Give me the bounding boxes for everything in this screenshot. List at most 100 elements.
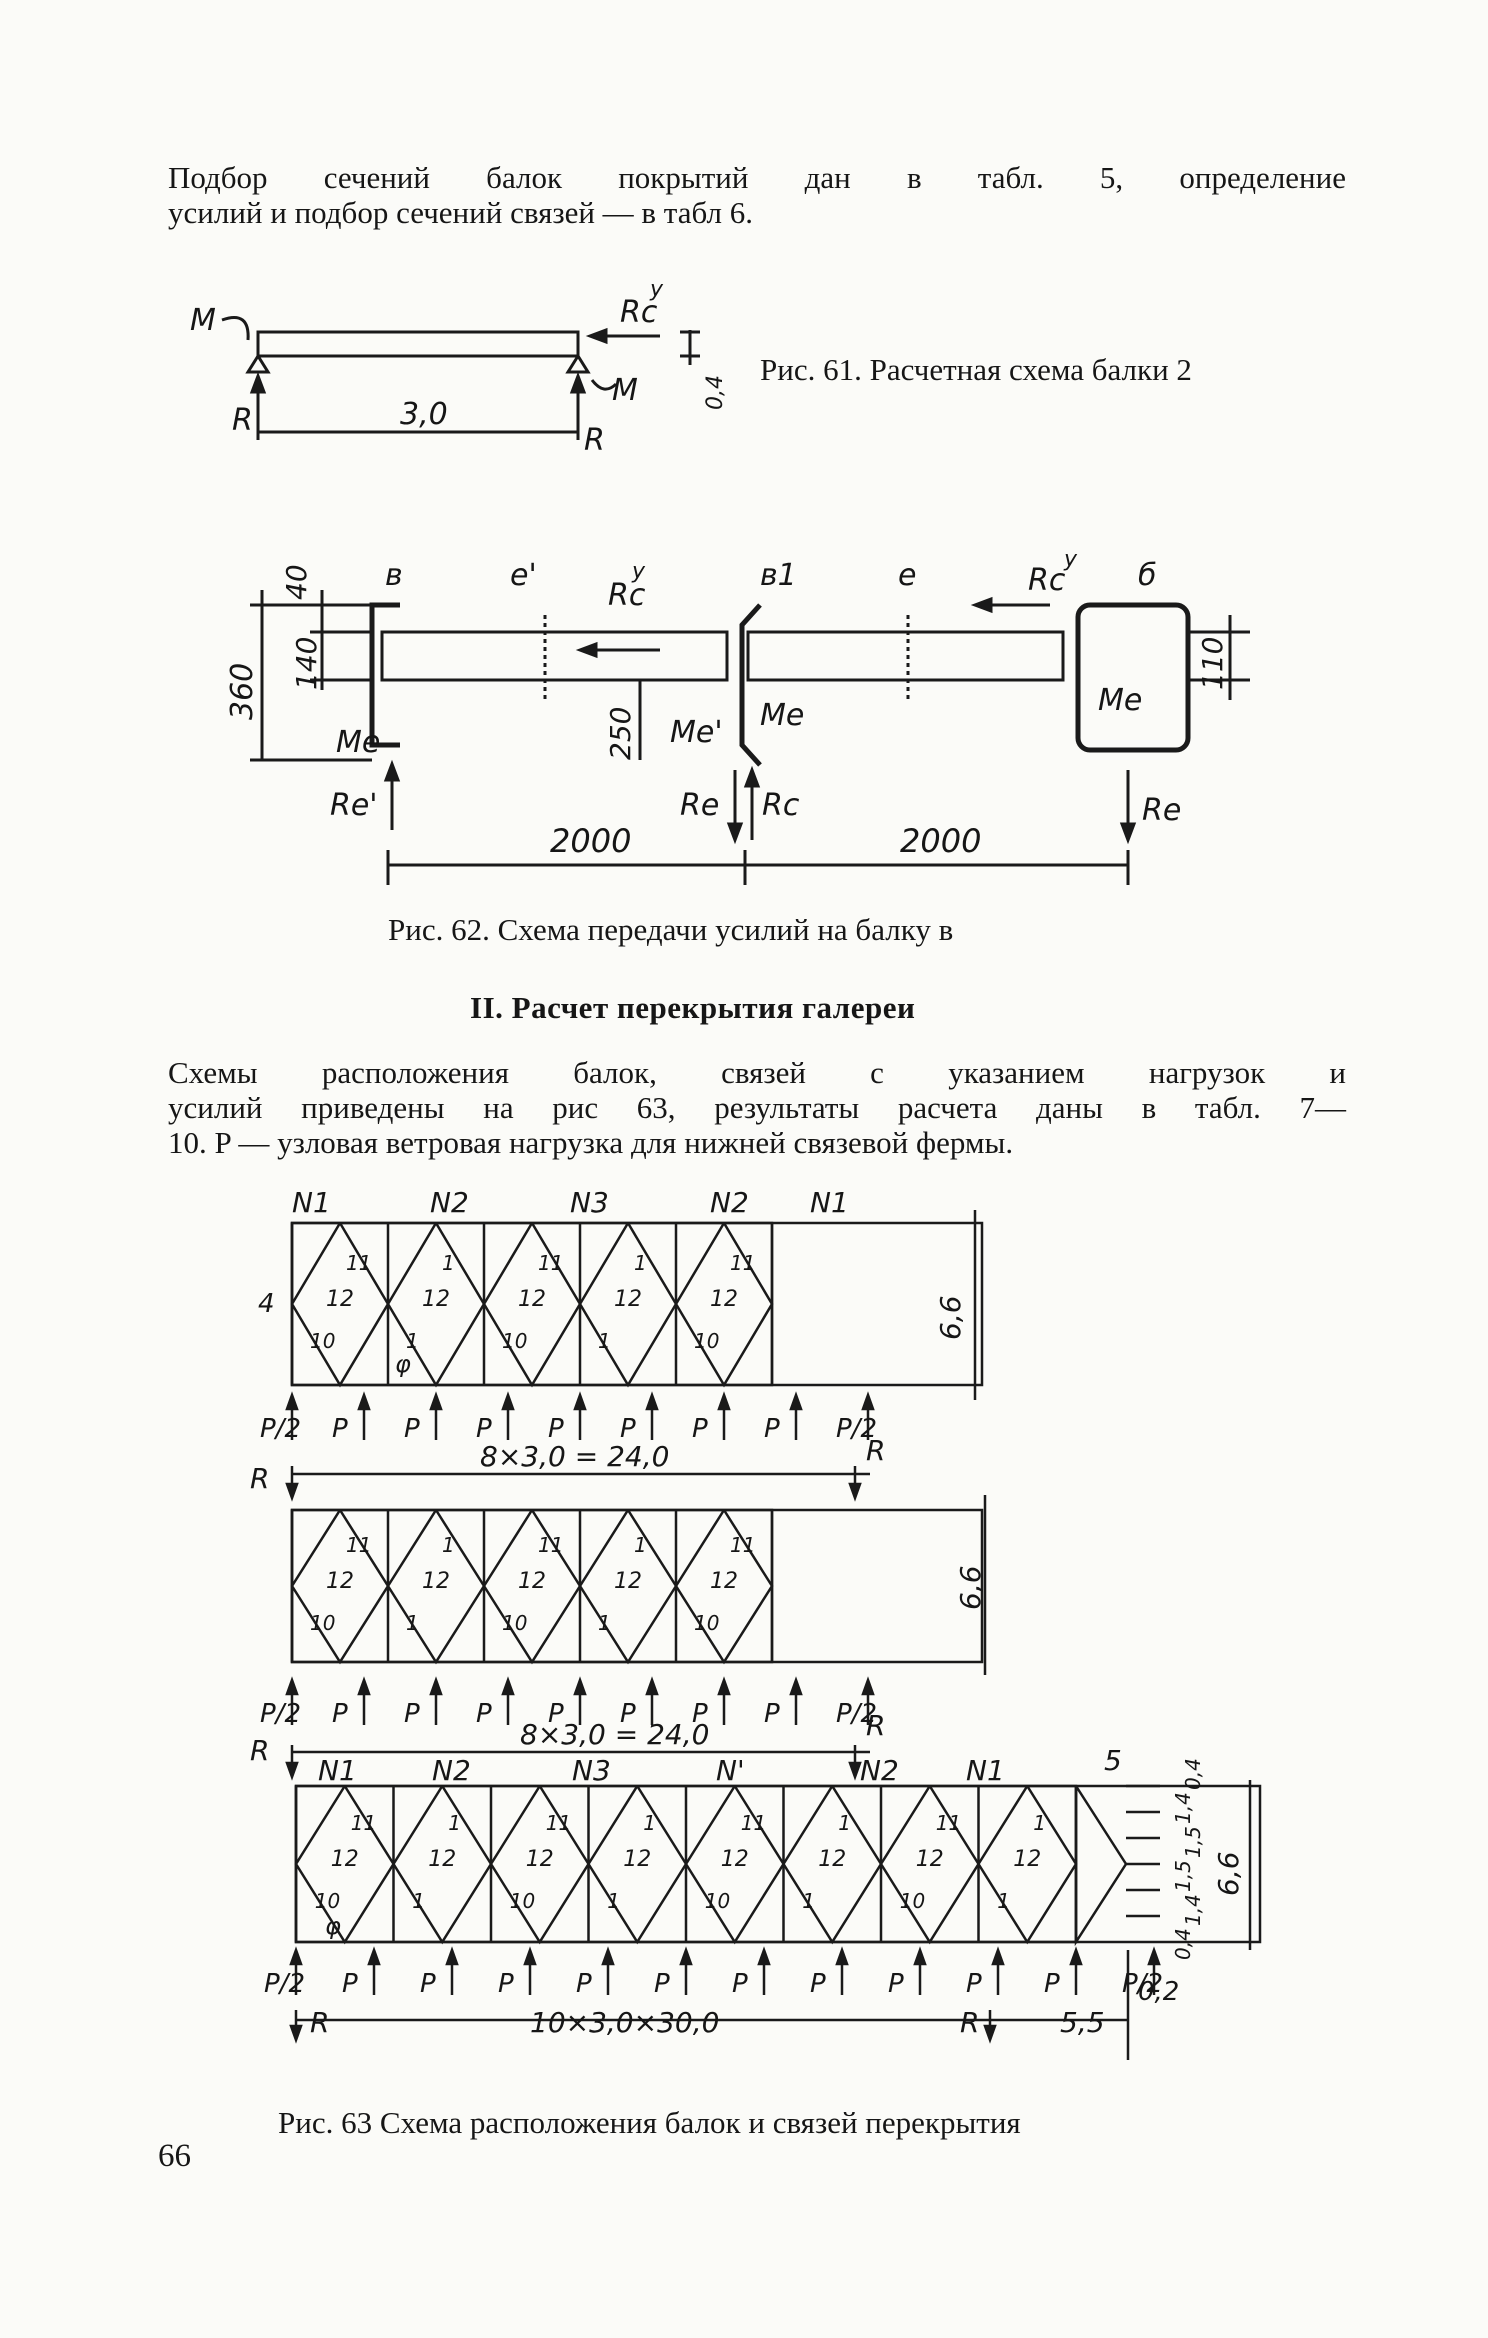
truss1-node-3: N3 <box>570 1186 609 1219</box>
truss3-node-5: N2 <box>860 1754 899 1787</box>
truss3-load-label: P <box>654 1969 670 1999</box>
truss2-load-head-icon <box>573 1676 587 1696</box>
truss1-member-num: 1 <box>442 1251 455 1275</box>
fig62-channel-mid <box>739 603 762 767</box>
truss3-load-label: P <box>732 1969 748 1999</box>
truss3-member-num: 1 <box>412 1889 425 1913</box>
truss1-reaction-left: R <box>250 1462 269 1495</box>
truss3-member-num: 1 <box>643 1811 656 1835</box>
truss1-load-label: P <box>332 1414 348 1444</box>
truss3-load-head-icon <box>1069 1946 1083 1966</box>
truss2-member-num: 1 <box>598 1611 611 1635</box>
truss1-load-label: P <box>620 1414 636 1444</box>
fig62-label-span1: 2000 <box>550 822 631 860</box>
truss2-load-label: P <box>476 1699 492 1729</box>
fig62-label-span2: 2000 <box>900 822 981 860</box>
truss3-right-dim: 1,5 <box>1181 1826 1205 1858</box>
truss3-node-4: N' <box>716 1754 745 1787</box>
truss1-member-num: 12 <box>326 1287 354 1312</box>
truss3-node-6: N1 <box>966 1754 1005 1787</box>
truss3-node-3: N3 <box>572 1754 611 1787</box>
truss2-load-head-icon <box>717 1676 731 1696</box>
truss1-load-head-icon <box>357 1391 371 1411</box>
truss3-right-dim: 1,4 <box>1181 1894 1205 1926</box>
truss3-member-num: 12 <box>623 1847 651 1872</box>
truss2-member-num: 11 <box>538 1533 563 1557</box>
truss2-member-num: 10 <box>310 1611 335 1635</box>
truss3-member-num: 1 <box>1033 1811 1046 1835</box>
truss2-reaction-left: R <box>250 1734 269 1767</box>
section2-paragraph: Схемы расположения балок, связей с указа… <box>168 1055 1346 1160</box>
truss2-load-head-icon <box>789 1676 803 1696</box>
truss2-load-label: P <box>332 1699 348 1729</box>
truss1-load-head-icon <box>501 1391 515 1411</box>
fig62-box-section <box>1075 602 1191 753</box>
truss2-span: 8×3,0 = 24,0 <box>520 1718 709 1751</box>
truss2-load-label: P <box>620 1699 636 1729</box>
fig62-label-v: в <box>385 558 403 593</box>
truss3-right-reaction-head-icon <box>983 2024 997 2044</box>
fig62-label-rc-mid: Rc <box>762 788 800 823</box>
truss2-member-num: 10 <box>502 1611 527 1635</box>
truss3-member-num: 1 <box>997 1889 1010 1913</box>
section-heading: II. Расчет перекрытия галереи <box>470 990 916 1025</box>
truss1-load-head-icon <box>717 1391 731 1411</box>
truss3-load-head-icon <box>991 1946 1005 1966</box>
truss2-load-head-icon <box>861 1676 875 1696</box>
truss1-load-head-icon <box>573 1391 587 1411</box>
truss1-member-num: 1 <box>406 1329 419 1353</box>
truss2-member-num: 10 <box>694 1611 719 1635</box>
truss1-load-label: P <box>692 1414 708 1444</box>
fig62-label-me-left: Me <box>336 725 380 760</box>
truss1-left-reaction-head-icon <box>285 1482 299 1502</box>
truss3-span: 10×3,0×30,0 <box>530 2006 719 2039</box>
truss1-load-label: P <box>548 1414 564 1444</box>
truss2-left-reaction-head-icon <box>285 1761 299 1781</box>
truss1-load-label: P/2 <box>836 1414 877 1444</box>
page-number: 66 <box>158 2138 191 2174</box>
truss2-member-num: 12 <box>422 1569 450 1594</box>
fig62-label-e-prime: e' <box>510 558 537 593</box>
truss3-end-panel <box>1074 1785 1128 1947</box>
truss3-left-reaction-head-icon <box>289 2024 303 2044</box>
intro-line-2: усилий и подбор сечений связей — в табл … <box>168 195 753 230</box>
fig62-label-250: 250 <box>604 707 637 760</box>
truss3-reaction-right: R <box>960 2006 979 2039</box>
fig62-label-b1: в1 <box>760 558 797 593</box>
fig61-label-span: 3,0 <box>400 397 448 432</box>
truss3-phi-left: φ <box>325 1912 341 1940</box>
truss3-extra-span: 5,5 <box>1060 2006 1105 2039</box>
fig61-label-r-right: R <box>584 423 605 458</box>
fig62-label-me-mid: Me <box>760 698 804 733</box>
truss1-member-num: 12 <box>710 1287 738 1312</box>
truss1-member-num: 1 <box>598 1329 611 1353</box>
truss1-load-label: P/2 <box>260 1414 301 1444</box>
fig61-caption: Рис. 61. Расчетная схема балки 2 <box>760 352 1192 387</box>
truss2-height: 6,6 <box>954 1565 987 1610</box>
fig62-channel-left <box>369 602 400 748</box>
truss2-member-num: 1 <box>406 1611 419 1635</box>
section2-line-3: 10. P — узловая ветровая нагрузка для ни… <box>168 1125 1014 1160</box>
section2-line-1: Схемы расположения балок, связей с указа… <box>168 1055 1346 1090</box>
truss3-node-2: N2 <box>432 1754 471 1787</box>
truss3-top-num: 5 <box>1104 1744 1122 1777</box>
truss3-load-head-icon <box>757 1946 771 1966</box>
fig62-label-140: 140 <box>290 637 323 690</box>
truss2-member-num: 1 <box>634 1533 647 1557</box>
truss1-member-num: 12 <box>422 1287 450 1312</box>
fig61-beam <box>256 330 580 358</box>
truss2-load-head-icon <box>645 1676 659 1696</box>
truss2-member-num: 12 <box>518 1569 546 1594</box>
truss1-member-num: 11 <box>730 1251 755 1275</box>
fig63-caption: Рис. 63 Схема расположения балок и связе… <box>278 2105 1021 2140</box>
truss3-load-head-icon <box>523 1946 537 1966</box>
truss3-right-dim: 0,4 <box>1181 1758 1205 1790</box>
truss1-member-num: 12 <box>518 1287 546 1312</box>
truss1-load-label: P <box>404 1414 420 1444</box>
truss3-load-head-icon <box>289 1946 303 1966</box>
truss1-load-label: P <box>764 1414 780 1444</box>
truss1-outer <box>290 1221 984 1387</box>
truss2-load-label: P <box>404 1699 420 1729</box>
fig61-moment-left-icon <box>221 316 250 341</box>
